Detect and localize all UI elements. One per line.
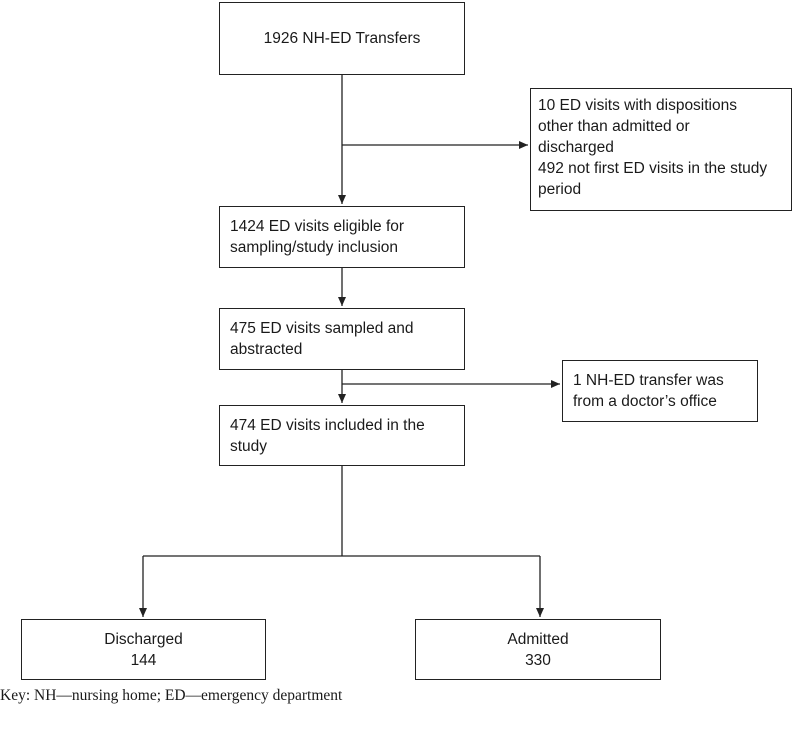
box-text-line: abstracted [230,341,303,358]
box-nh-ed-transfers: 1926 NH-ED Transfers [219,2,465,75]
box-text-line: 330 [525,651,551,669]
box-excluded-dispositions: 10 ED visits with dispositions other tha… [530,88,792,211]
box-excluded-doctors-office: 1 NH-ED transfer was from a doctor’s off… [562,360,758,422]
box-text-line: from a doctor’s office [573,393,717,410]
box-text-line: 1 NH-ED transfer was [573,372,724,389]
box-discharged: Discharged 144 [21,619,266,680]
box-text-line: Discharged [104,630,183,648]
box-eligible-visits: 1424 ED visits eligible for sampling/stu… [219,206,465,268]
box-included-visits: 474 ED visits included in the study [219,405,465,466]
box-text-line: study [230,437,268,455]
box-text-line: 10 ED visits with dispositions [538,97,737,114]
box-admitted: Admitted 330 [415,619,661,680]
box-text-line: 1926 NH-ED Transfers [263,30,421,47]
box-sampled-visits: 475 ED visits sampled and abstracted [219,308,465,370]
box-text-line: 492 not first ED visits in the study [538,160,768,177]
box-text-line: sampling/study inclusion [230,239,399,256]
box-text-line: 1424 ED visits eligible for [230,218,405,235]
box-text-line: discharged [538,139,614,156]
box-text-line: 144 [130,651,157,669]
box-text-line: period [538,181,582,198]
abbreviation-key: Key: NH—nursing home; ED—emergency depar… [0,687,343,704]
box-text-line: Admitted [507,630,569,648]
box-text-line: 475 ED visits sampled and [230,320,414,337]
box-text-line: other than admitted or [538,118,690,135]
box-text-line: 474 ED visits included in the [230,416,425,434]
